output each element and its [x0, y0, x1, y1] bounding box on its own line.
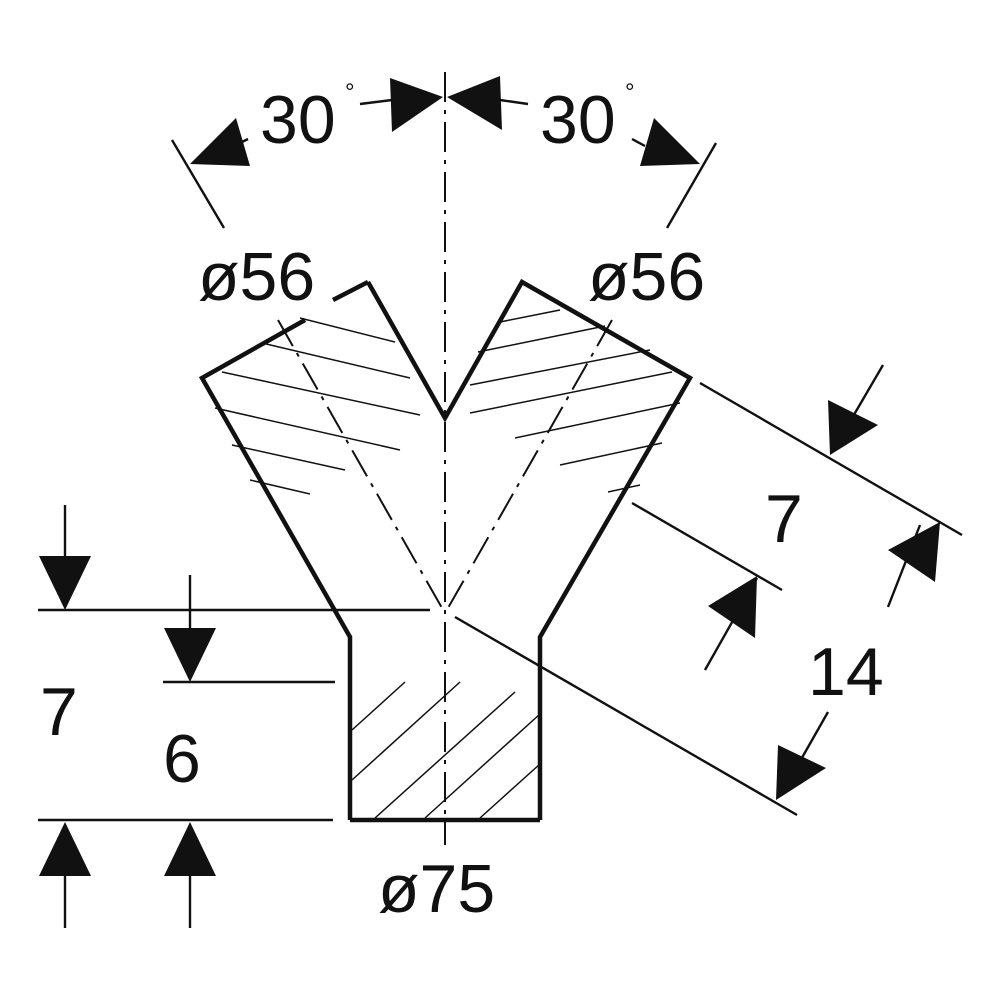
left-branch-axis	[277, 319, 443, 609]
arrow-left-angle-outer	[190, 118, 250, 166]
arrow-stem6-top	[164, 628, 216, 682]
diameter-right-branch: ø56	[588, 239, 705, 315]
branch-dimensions: 7 14	[454, 364, 963, 817]
arrow-right-angle-outer	[640, 118, 700, 166]
arrow-thickness-top	[828, 400, 878, 455]
arrow-stem6-bottom	[164, 822, 216, 876]
right-branch-axis	[447, 319, 613, 609]
arrow-stem7-top	[39, 556, 91, 610]
diameter-stem: ø75	[378, 851, 495, 927]
arrow-right-angle-top	[447, 76, 502, 130]
arrow-stem7-bottom	[39, 822, 91, 876]
arrow-left-angle-top	[390, 78, 443, 132]
angle-right-unit: °	[625, 79, 635, 106]
angle-left-unit: °	[345, 79, 355, 106]
stem-inner-value: 6	[163, 721, 201, 797]
diameter-labels: ø56 ø56 ø75	[198, 239, 705, 927]
branch-offset-value: 14	[808, 634, 884, 710]
arrow-thickness-bottom	[888, 522, 940, 582]
stem-left-value: 7	[40, 674, 78, 750]
stem-dimensions: 7 6	[38, 505, 430, 928]
branch-thickness-value: 7	[765, 481, 803, 557]
arrow-offset-bottom	[776, 745, 826, 800]
arrow-offset-top	[708, 576, 757, 638]
angle-right-value: 30	[540, 82, 616, 158]
angle-dimension: 30 ° 30 °	[170, 76, 718, 229]
center-lines	[277, 72, 613, 845]
angle-left-value: 30	[260, 82, 336, 158]
diameter-left-branch: ø56	[198, 239, 315, 315]
section-hatching	[214, 309, 681, 819]
